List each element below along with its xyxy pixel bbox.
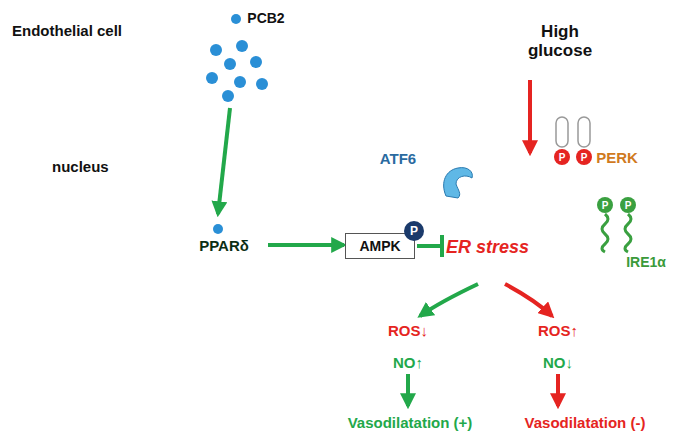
phospho-circle: P xyxy=(620,197,636,213)
connector-line xyxy=(417,244,442,248)
phospho-label: P xyxy=(625,200,632,211)
phospho-circle: P xyxy=(554,149,570,165)
protein-label: PERK xyxy=(596,149,638,166)
phospho-label: P xyxy=(559,152,566,163)
connector-line xyxy=(528,80,532,153)
inhibition-bar xyxy=(440,235,444,257)
pathway-arrow xyxy=(505,284,552,316)
pathway-arrow xyxy=(406,374,410,406)
phospho-circle: P xyxy=(404,221,424,241)
outcome-label: Vasodilatation (-) xyxy=(525,414,646,431)
region-label: Endothelial cell xyxy=(12,22,122,39)
pathway-connector xyxy=(268,245,344,246)
region-label: nucleus xyxy=(52,158,109,175)
cell-band: Endothelial cellnucleusPPARδAMPKPER stre… xyxy=(0,105,695,318)
protein-label: ATF6 xyxy=(380,150,416,167)
compound-label: PCB2 xyxy=(247,10,284,26)
effect-label: NO↓ xyxy=(543,354,573,371)
phospho-label: P xyxy=(602,200,609,211)
node-shape xyxy=(0,105,695,318)
er-organelle: ER stress xyxy=(440,145,635,290)
pathway-arrow xyxy=(556,374,560,406)
phospho-label: P xyxy=(410,224,418,238)
nucleus-ellipse: nucleusPPARδ xyxy=(50,185,340,305)
pcb2-entry-arrow xyxy=(218,108,230,214)
node-label: High glucose xyxy=(523,23,597,60)
node-label: ER stress xyxy=(446,237,529,258)
node-shape xyxy=(440,145,635,290)
kinase-box: AMPK xyxy=(345,233,415,259)
ire1-receptor xyxy=(602,214,631,252)
pathway-arrow xyxy=(420,284,478,316)
phospho-circle: P xyxy=(576,149,592,165)
effect-label: ROS↓ xyxy=(388,322,428,339)
atf6-shape xyxy=(444,168,473,198)
receptor-box: PPARδ xyxy=(180,228,268,262)
effect-label: ROS↑ xyxy=(538,322,578,339)
effect-label: NO↑ xyxy=(393,354,423,371)
protein-label: IRE1α xyxy=(626,254,666,270)
perk-receptor xyxy=(556,117,590,147)
outcome-label: Vasodilatation (+) xyxy=(348,414,473,431)
node-shape xyxy=(50,185,340,305)
pathway-connector xyxy=(530,80,531,153)
node-label: AMPK xyxy=(359,238,400,254)
pcb2-molecules xyxy=(206,14,268,234)
connector-line xyxy=(268,243,344,247)
phospho-circle: P xyxy=(597,197,613,213)
stimulus-burst: High glucose xyxy=(468,0,652,84)
node-label: PPARδ xyxy=(199,237,249,254)
phospho-label: P xyxy=(581,152,588,163)
